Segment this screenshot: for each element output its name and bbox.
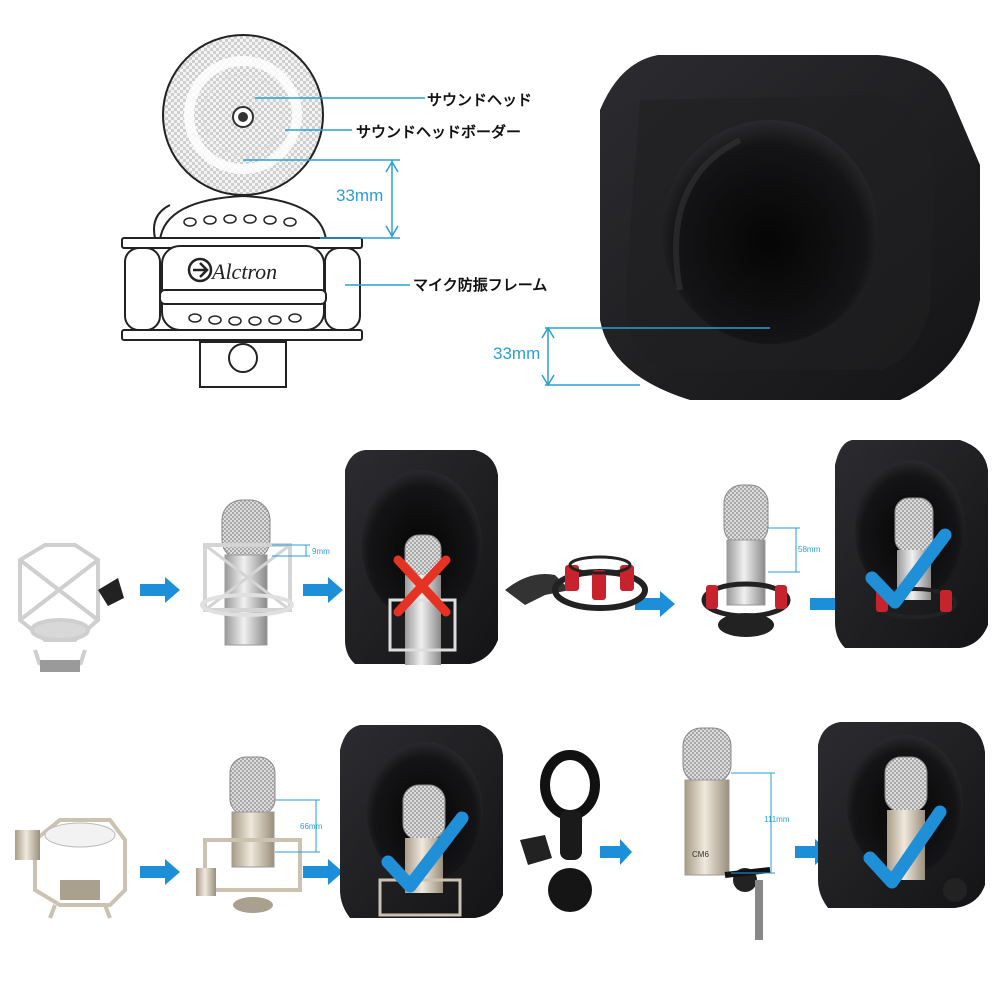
gold-shock-mount: [15, 818, 127, 919]
red-shock-mount: [505, 555, 648, 611]
mic-model-label: CM6: [692, 850, 709, 859]
mount-base: [40, 660, 80, 672]
foam-measure-lines: [541, 326, 770, 387]
measure-58mm: 58mm: [798, 545, 821, 554]
foam-shield-check-2: [340, 725, 503, 918]
mic-red-mount: [701, 484, 791, 637]
measure-66mm: 66mm: [300, 822, 323, 831]
mic-cm6: [682, 727, 771, 940]
mic-gold-mount: [196, 756, 302, 913]
foam-shield-large: [600, 55, 980, 400]
mic-head-diagram: [162, 34, 324, 196]
foam-shield-check-1: [835, 440, 988, 648]
label-foam-depth: 33mm: [493, 344, 541, 363]
label-sound-head-border: サウンドヘッドボーダー: [356, 123, 522, 141]
brand-logo-text: Alctron: [212, 259, 278, 284]
measure-111mm-lines: [731, 772, 775, 874]
measure-9mm: 9mm: [312, 547, 330, 556]
diagram-pointer-lines: [243, 97, 425, 286]
label-mic-frame: マイク防振フレーム: [413, 276, 548, 294]
mic-in-spider-1: [200, 499, 294, 646]
alctron-logo: [187, 257, 213, 283]
mount-knob: [98, 578, 124, 606]
black-ring-clip: [520, 750, 600, 912]
measure-58mm-lines: [768, 527, 800, 573]
measure-66mm-lines: [275, 799, 320, 853]
foam-shield-cross: [345, 450, 498, 665]
spider-shock-mount-1: [18, 543, 100, 666]
foam-shield-check-3: [818, 722, 985, 908]
label-mic-depth: 33mm: [336, 186, 384, 205]
measure-9mm-lines: [272, 544, 310, 557]
label-sound-head: サウンドヘッド: [427, 91, 533, 109]
measure-111mm: 111mm: [764, 815, 790, 824]
mic-shock-mount-diagram: [121, 194, 363, 388]
